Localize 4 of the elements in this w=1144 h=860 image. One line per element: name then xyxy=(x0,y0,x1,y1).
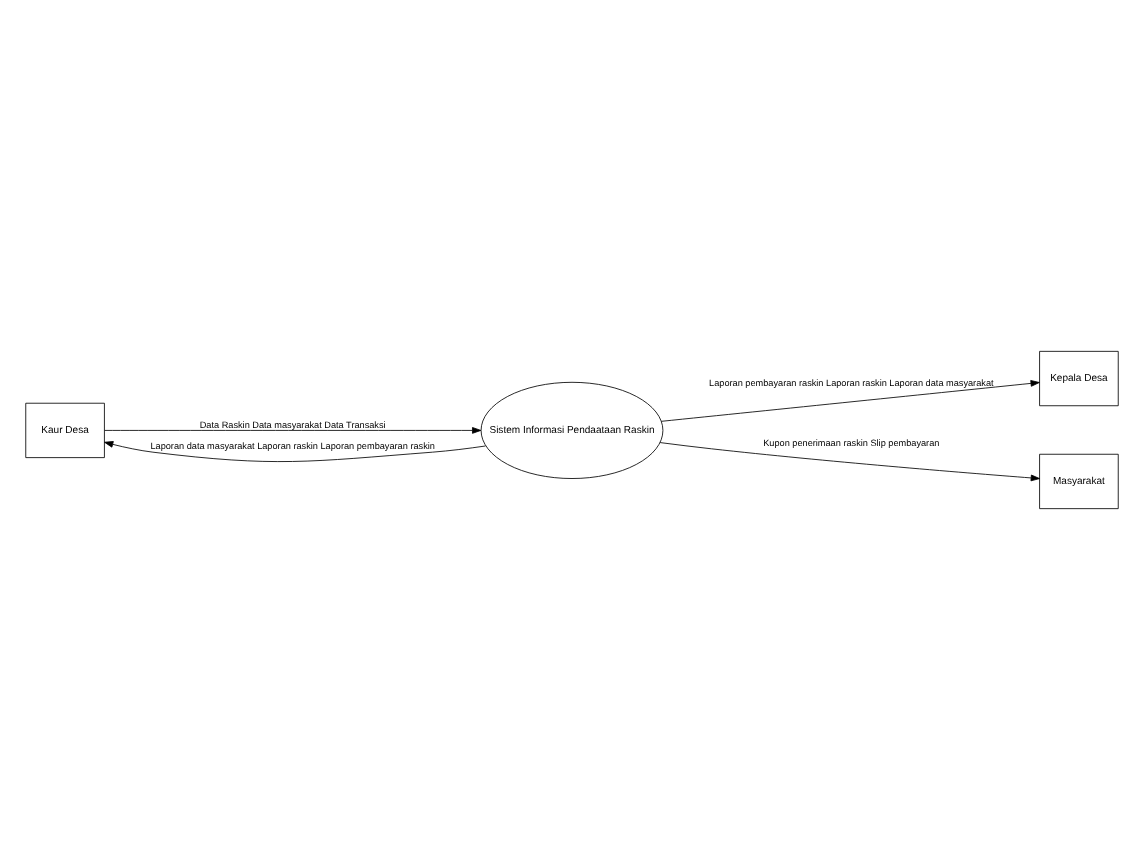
arrow xyxy=(659,442,1040,482)
arrow xyxy=(104,427,482,434)
arrow xyxy=(104,441,486,462)
arrow xyxy=(661,380,1040,422)
